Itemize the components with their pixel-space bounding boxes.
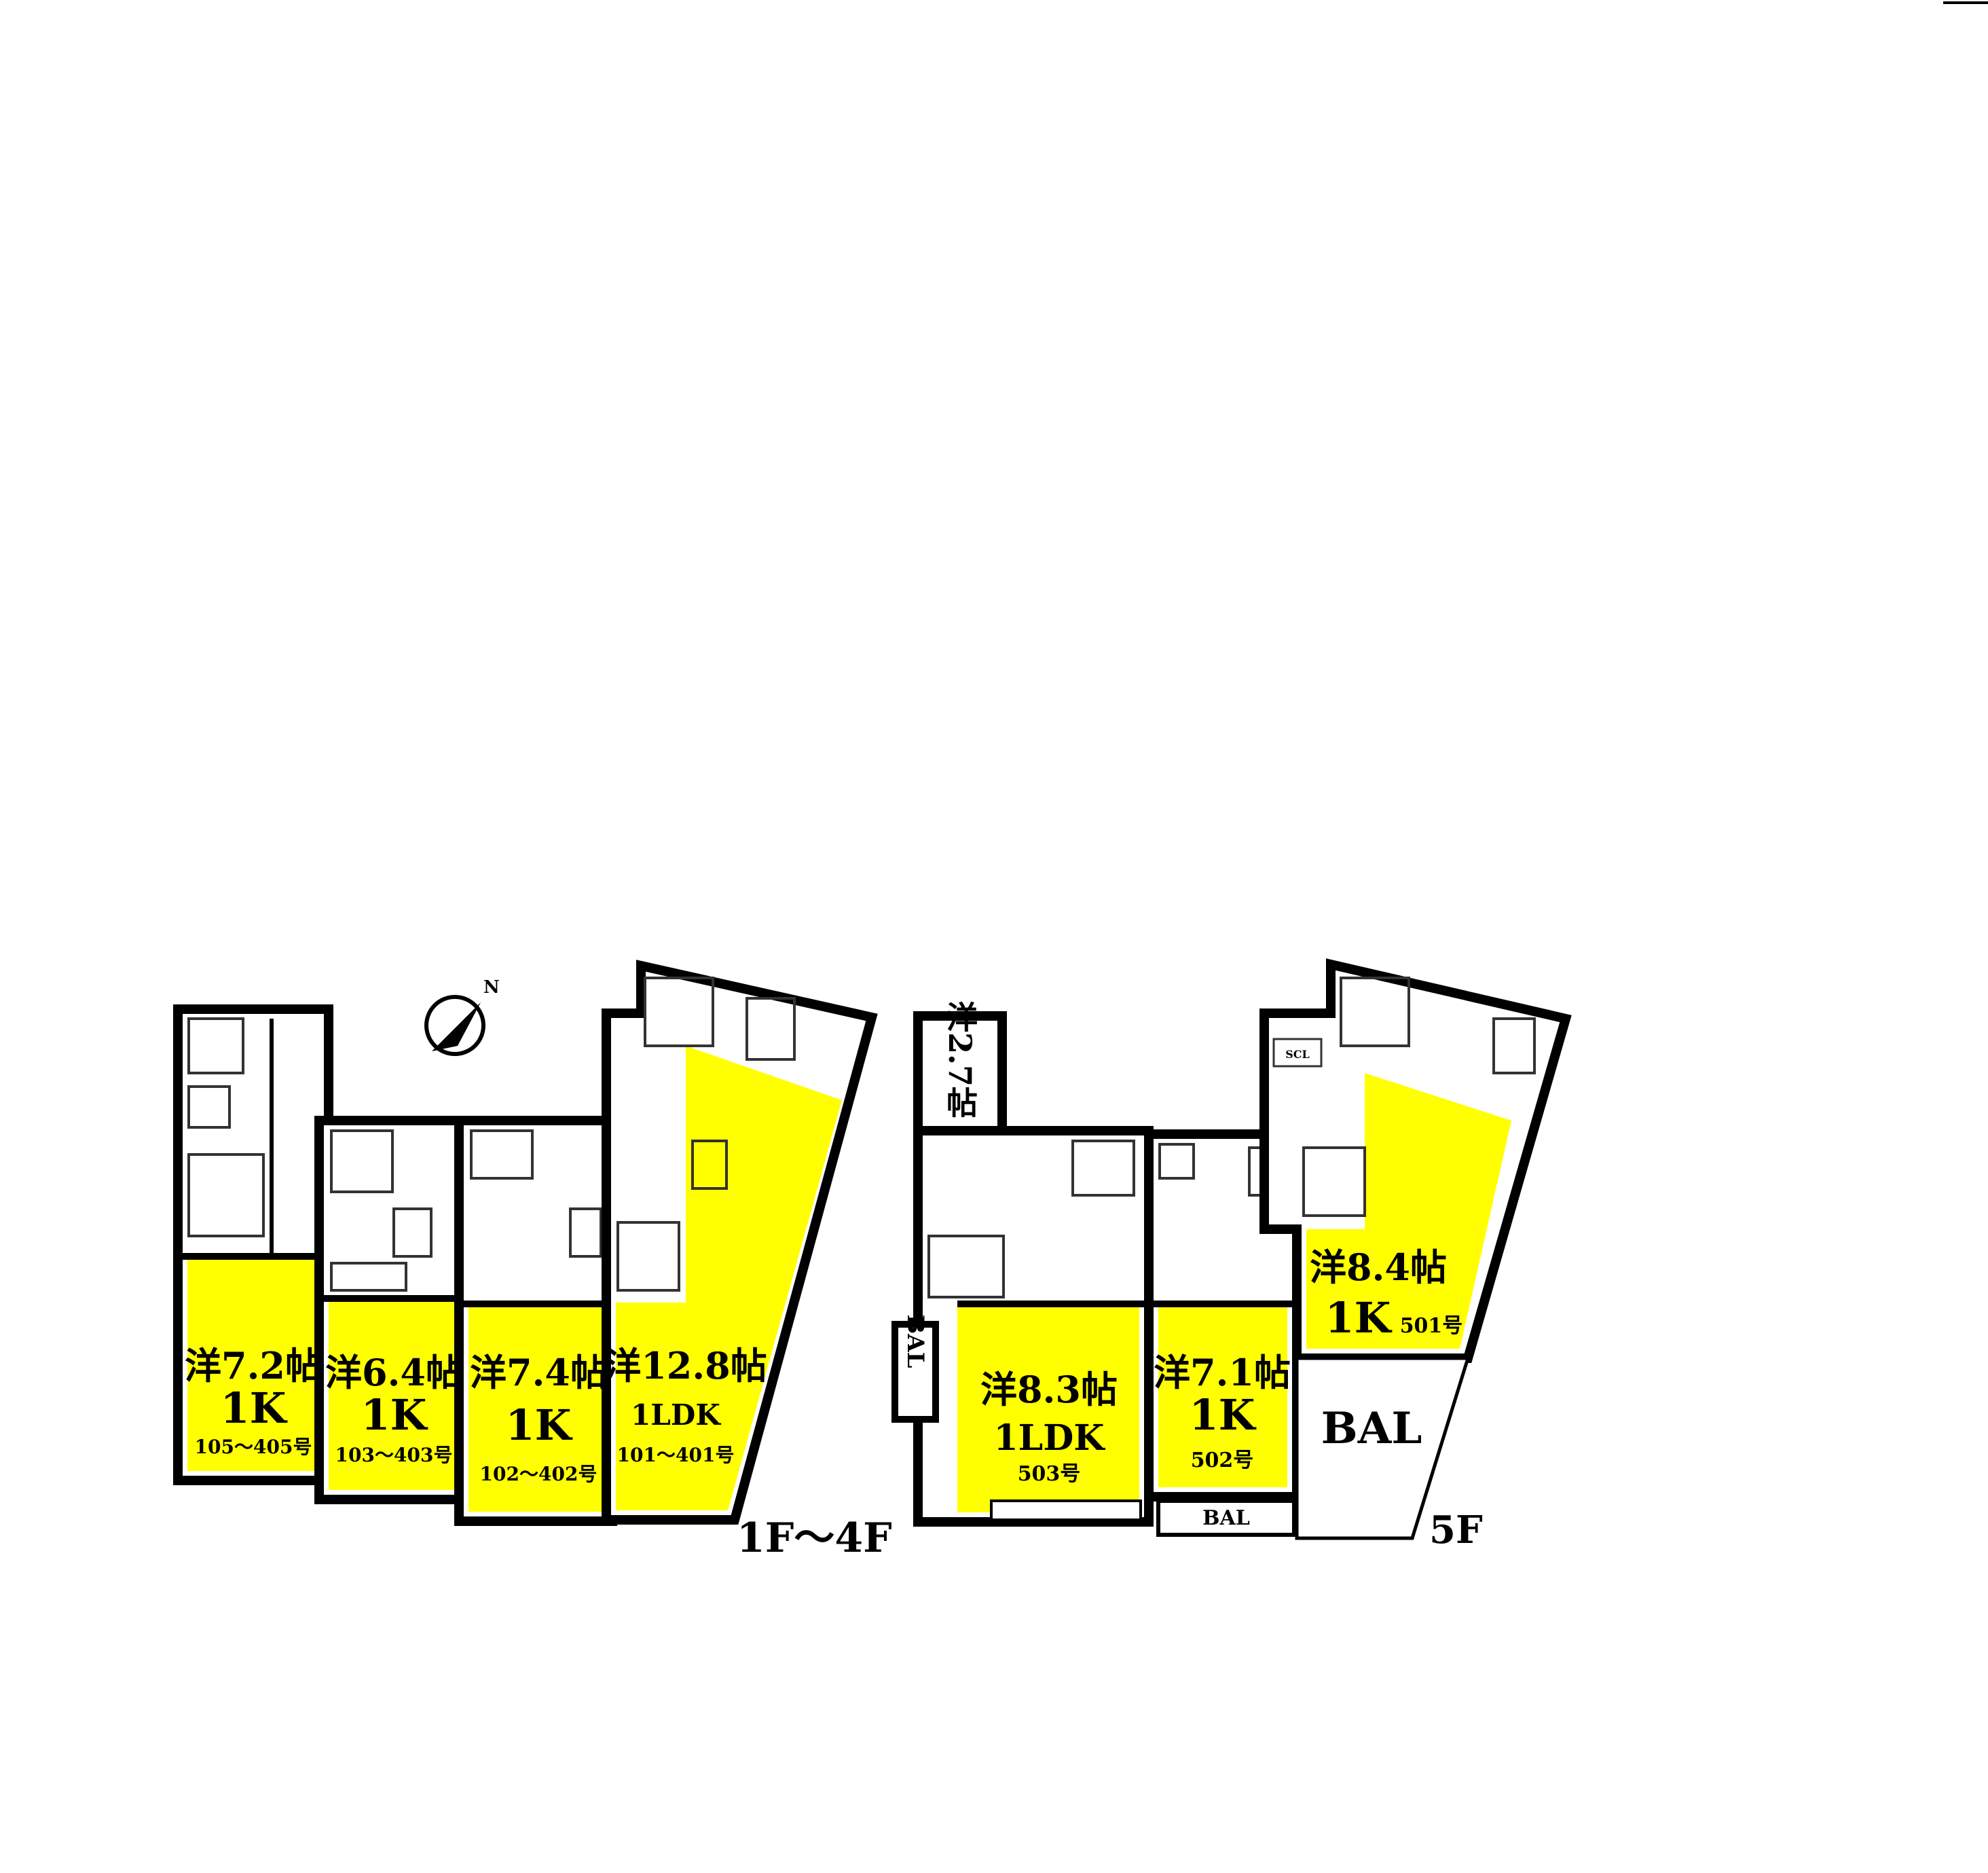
toilet-fixture xyxy=(187,1085,231,1129)
room-fill xyxy=(616,1046,842,1510)
room-size-label: 洋8.3帖 xyxy=(980,1368,1118,1411)
toilet-fixture xyxy=(392,1207,432,1258)
balcony-label: BAL xyxy=(1202,1506,1250,1530)
room-size-label: 洋6.4帖 xyxy=(325,1351,462,1394)
room-fill xyxy=(1158,1304,1287,1487)
room-fill xyxy=(187,1256,319,1471)
room-fill xyxy=(957,1304,1139,1512)
unit-number-label: 101～401号 xyxy=(617,1444,735,1466)
room-fill xyxy=(468,1304,603,1512)
toilet-fixture xyxy=(569,1207,602,1258)
floor-plan-5f: 洋2.7帖 洋8.3帖 1LDK 503号 BAL 洋7.1帖 1K xyxy=(891,958,1572,1552)
unit-type-label: 1K xyxy=(1325,1293,1392,1343)
small-room-label: 洋2.7帖 xyxy=(942,1001,978,1119)
balcony-left: BAL xyxy=(891,1314,939,1423)
balcony-bottom: BAL xyxy=(1156,1499,1296,1537)
scl-cabinet xyxy=(1272,1038,1323,1068)
kitchen-fixture xyxy=(330,1262,407,1292)
unit-type-label: 1LDK xyxy=(993,1417,1105,1459)
room-size-label: 洋12.8帖 xyxy=(604,1344,767,1387)
unit-type-label: 1K xyxy=(361,1390,428,1440)
balcony-outline xyxy=(891,1321,939,1423)
floor-plan-1f-4f: 洋7.2帖 1K 105～405号 洋6.4帖 1K 103～403号 洋7.4… xyxy=(173,960,892,1562)
unit-number-label: 501号 xyxy=(1400,1314,1463,1338)
compass-north-label: N xyxy=(483,977,500,998)
balcony-outline xyxy=(1156,1499,1296,1537)
unit-501: SCL 洋8.4帖 1K 501号 xyxy=(1259,958,1572,1363)
toilet-fixture xyxy=(691,1140,728,1190)
unit-number-label: 502号 xyxy=(1191,1449,1254,1472)
washroom-fixture xyxy=(1158,1143,1195,1180)
unit-type-label: 1LDK xyxy=(631,1398,721,1432)
unit-number-label: 103～403号 xyxy=(335,1444,453,1466)
unit-type-label: 1K xyxy=(220,1383,287,1433)
unit-503: 洋8.3帖 1LDK 503号 xyxy=(913,1126,1154,1527)
bath-fixture xyxy=(187,1017,244,1074)
scl-label: SCL xyxy=(1285,1048,1310,1061)
kitchen-fixture xyxy=(927,1235,1005,1298)
compass-arrow-icon xyxy=(432,1002,481,1051)
unit-105-405: 洋7.2帖 1K 105～405号 xyxy=(173,1004,333,1485)
unit-102-402: 洋7.4帖 1K 102～402号 xyxy=(454,1116,617,1526)
north-compass: N xyxy=(424,977,500,1056)
floor-caption-5f: 5F xyxy=(1429,1508,1483,1552)
kitchen-fixture xyxy=(187,1153,265,1237)
bath-fixture xyxy=(1340,977,1410,1047)
washroom-fixture xyxy=(1492,1017,1536,1074)
bath-fixture xyxy=(644,977,714,1047)
bath-fixture xyxy=(1302,1146,1366,1217)
unit-101-401: 洋12.8帖 1LDK 101～401号 xyxy=(602,960,878,1525)
bath-fixture xyxy=(330,1129,394,1193)
balcony-label: BAL xyxy=(1321,1403,1422,1454)
bath-fixture xyxy=(616,1221,680,1292)
balcony-label: BAL xyxy=(902,1314,929,1368)
bath-fixture xyxy=(1071,1140,1135,1197)
unit-type-label: 1K xyxy=(1189,1390,1256,1440)
unit-number-label: 503号 xyxy=(1018,1462,1081,1486)
balcony-outline xyxy=(1295,1356,1471,1540)
unit-103-403: 洋6.4帖 1K 103～403号 xyxy=(314,1116,472,1504)
washroom-fixture xyxy=(746,997,796,1061)
balcony-large: BAL xyxy=(1295,1356,1471,1540)
room-size-label: 洋7.2帖 xyxy=(185,1344,322,1387)
unit-type-label: 1K xyxy=(505,1400,572,1450)
room-size-label: 洋8.4帖 xyxy=(1310,1245,1447,1289)
room-size-label: 洋7.1帖 xyxy=(1154,1351,1291,1394)
room-size-label: 洋7.4帖 xyxy=(470,1351,607,1394)
room-fill xyxy=(329,1298,458,1490)
balcony-rail-503 xyxy=(990,1499,1142,1521)
unit-number-label: 102～402号 xyxy=(480,1463,597,1485)
unit-502: 洋7.1帖 1K 502号 xyxy=(1144,1129,1302,1502)
floor-caption-1f-4f: 1F～4F xyxy=(737,1514,892,1562)
bath-fixture xyxy=(470,1129,534,1180)
compass-circle xyxy=(424,995,485,1056)
room-fill xyxy=(1306,1073,1511,1349)
unit-number-label: 105～405号 xyxy=(195,1436,312,1458)
